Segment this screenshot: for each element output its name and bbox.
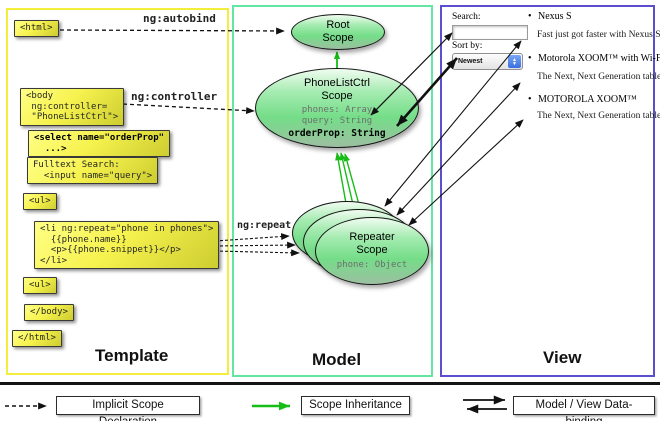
view-item-title: MOTOROLA XOOM™ [538, 94, 637, 105]
repeater-scope-title: Repeater Scope [349, 230, 395, 256]
ng-repeat-label: ng:repeat [237, 220, 292, 231]
legend-separator [0, 382, 660, 385]
code-select-orderprop: <select name="orderProp" ...> [28, 130, 171, 158]
sort-by-label: Sort by: [452, 41, 483, 51]
bullet-icon: • [528, 94, 532, 105]
prop-phones: phones: Array [301, 105, 373, 115]
legend-implicit-scope: Implicit Scope Declaration [56, 396, 200, 421]
model-column-label: Model [312, 350, 362, 369]
phonelistctrl-scope-title: PhoneListCtrl Scope [303, 76, 371, 102]
code-body-open: <body ng:controller= "PhoneListCtrl"> [20, 88, 125, 126]
ng-autobind-label: ng:autobind [143, 12, 216, 25]
repeater-scope-ellipse: Repeater Scope phone: Object [315, 217, 429, 285]
root-scope-ellipse: Root Scope [291, 14, 385, 50]
view-column-label: View [543, 348, 582, 367]
code-body-close: </body> [24, 304, 74, 321]
ng-controller-label: ng:controller [131, 90, 218, 103]
bullet-icon: • [528, 11, 532, 22]
phonelistctrl-scope-ellipse: PhoneListCtrl Scope phones: Array query:… [255, 68, 419, 148]
view-item-desc: The Next, Next Generation tablet. [537, 111, 660, 121]
view-item-title: Nexus S [538, 11, 572, 22]
search-input[interactable] [452, 25, 528, 40]
sort-dropdown-value: Newest [458, 58, 483, 65]
code-ul-close: <ul> [23, 277, 57, 294]
prop-orderprop: orderProp: String [288, 127, 386, 139]
prop-phone: phone: Object [336, 260, 408, 271]
sort-dropdown[interactable]: Newest ▲▼ [452, 53, 523, 70]
prop-query: query: String [301, 116, 373, 127]
code-li-repeat: <li ng:repeat="phone in phones"> {{phone… [34, 221, 220, 270]
view-item-title: Motorola XOOM™ with Wi-Fi [538, 53, 660, 64]
legend-data-binding: Model / View Data-binding [513, 396, 655, 421]
model-column-frame [232, 5, 433, 377]
code-html-close: </html> [12, 330, 62, 347]
bullet-icon: • [528, 53, 532, 64]
code-html-open: <html> [14, 20, 59, 37]
code-fulltext-search: Fulltext Search: <input name="query"> [27, 157, 159, 185]
root-scope-title: Root Scope [322, 18, 354, 44]
view-item-desc: Fast just got faster with Nexus S. [537, 30, 660, 40]
search-label: Search: [452, 12, 481, 22]
template-column-label: Template [95, 346, 169, 365]
dropdown-stepper-icon: ▲▼ [508, 55, 521, 68]
legend-scope-inheritance: Scope Inheritance [301, 396, 410, 415]
view-item-desc: The Next, Next Generation tablet. [537, 72, 660, 82]
code-ul-open: <ul> [23, 193, 57, 210]
